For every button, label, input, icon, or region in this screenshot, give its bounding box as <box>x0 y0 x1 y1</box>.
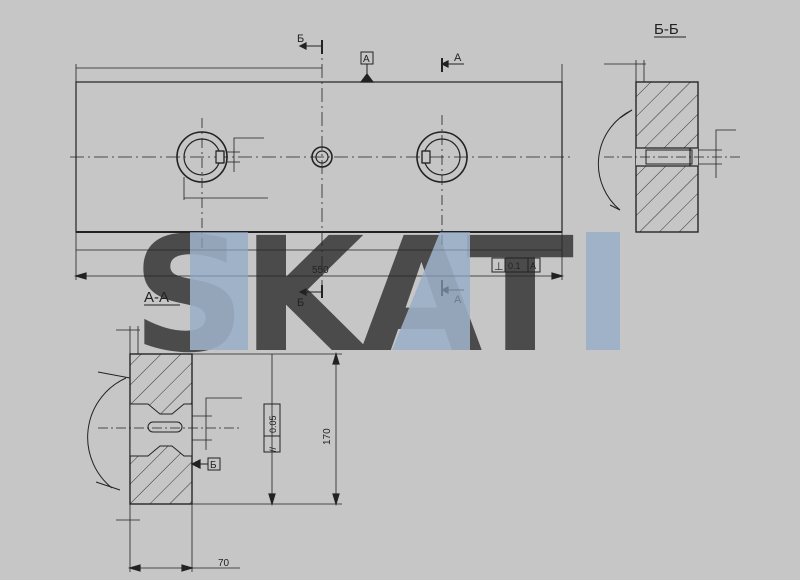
front-view <box>70 40 570 298</box>
section-a-top-label: А <box>454 52 462 64</box>
dim-width: 70 <box>218 558 230 569</box>
dim-length: 550 <box>312 265 329 276</box>
datum-b-label: Б <box>210 460 217 471</box>
section-aa-title: А-А <box>144 289 169 306</box>
left-hole <box>176 131 268 200</box>
tolerance-datum: А <box>530 261 536 271</box>
section-b-top-label: Б <box>297 33 304 45</box>
tolerance-value: 0.1 <box>508 261 521 271</box>
dim-height: 170 <box>322 428 333 445</box>
right-hole <box>416 131 468 183</box>
parallelism-symbol: // <box>268 446 278 452</box>
center-hole <box>311 146 333 168</box>
section-b-bottom-label: Б <box>297 297 304 309</box>
datum-a-label: А <box>363 54 370 65</box>
section-bb-view <box>597 60 740 233</box>
parallelism-value: 0.05 <box>268 415 278 433</box>
section-aa-view <box>87 326 342 572</box>
watermark: SKAT <box>132 204 620 388</box>
tolerance-symbol: ⊥ <box>494 261 504 273</box>
section-bb-title: Б-Б <box>654 21 679 38</box>
